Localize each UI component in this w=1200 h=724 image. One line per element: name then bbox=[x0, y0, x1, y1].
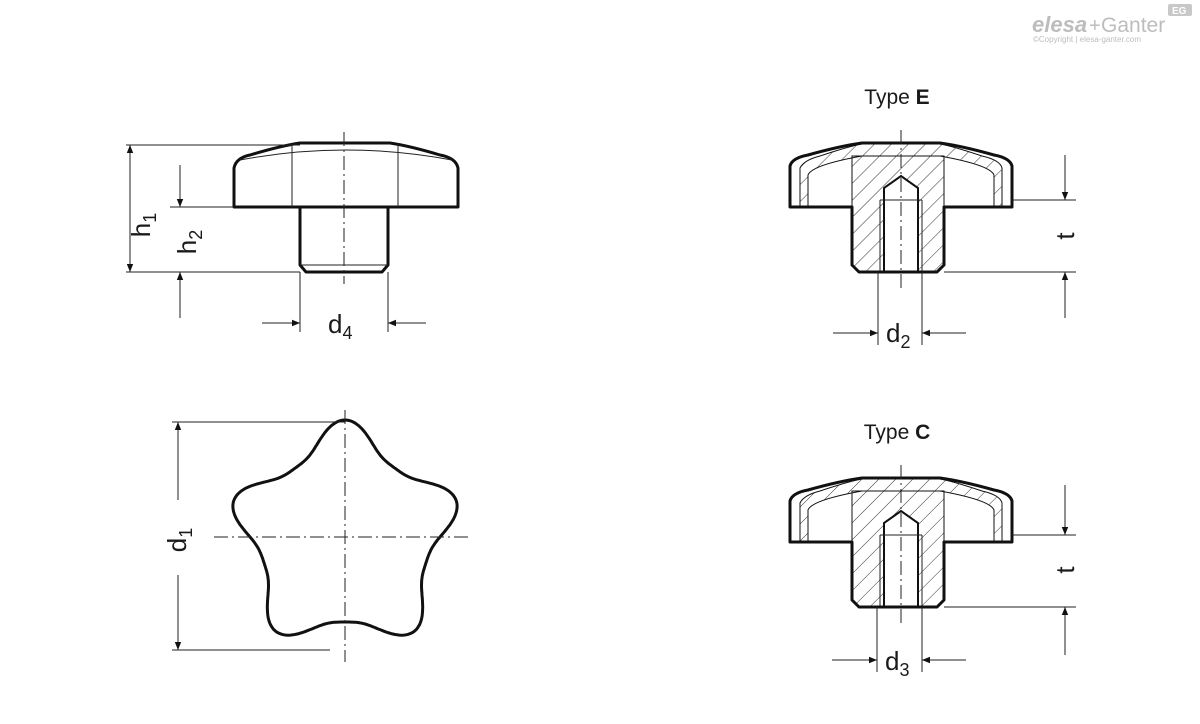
dimension-t-type-c: t bbox=[1050, 566, 1080, 574]
side-view: h1 h2 d4 bbox=[126, 132, 460, 343]
knob-outline bbox=[788, 476, 1014, 609]
knob-outline bbox=[788, 141, 1014, 274]
logo-brand-left: elesa bbox=[1032, 12, 1087, 37]
type-e-section: Type E t d2 bbox=[788, 86, 1080, 352]
logo-plus: + bbox=[1089, 15, 1101, 37]
dimension-h1: h1 bbox=[126, 213, 160, 237]
svg-text:d1: d1 bbox=[162, 528, 196, 552]
dimension-d2: d2 bbox=[886, 318, 910, 352]
type-e-title: Type E bbox=[864, 86, 929, 109]
elesa-ganter-logo: elesa + Ganter EG ©Copyright | elesa-gan… bbox=[1032, 4, 1192, 44]
dimension-d4: d4 bbox=[328, 309, 352, 343]
type-c-section: Type C t d3 bbox=[788, 421, 1080, 680]
logo-brand-right: Ganter bbox=[1101, 14, 1165, 37]
top-view: d1 bbox=[162, 410, 472, 662]
svg-text:t: t bbox=[1050, 566, 1080, 574]
dimension-d1: d1 bbox=[162, 528, 196, 552]
dimension-t-type-e: t bbox=[1050, 232, 1080, 240]
svg-text:h2: h2 bbox=[172, 230, 206, 254]
logo-copyright: ©Copyright | elesa-ganter.com bbox=[1033, 35, 1141, 44]
type-c-title: Type C bbox=[864, 421, 931, 444]
logo-badge bbox=[1168, 4, 1192, 16]
svg-text:h1: h1 bbox=[126, 213, 160, 237]
dimension-h2: h2 bbox=[172, 230, 206, 254]
logo-badge-text: EG bbox=[1172, 6, 1187, 17]
dimension-d3: d3 bbox=[885, 646, 909, 680]
svg-text:t: t bbox=[1050, 232, 1080, 240]
